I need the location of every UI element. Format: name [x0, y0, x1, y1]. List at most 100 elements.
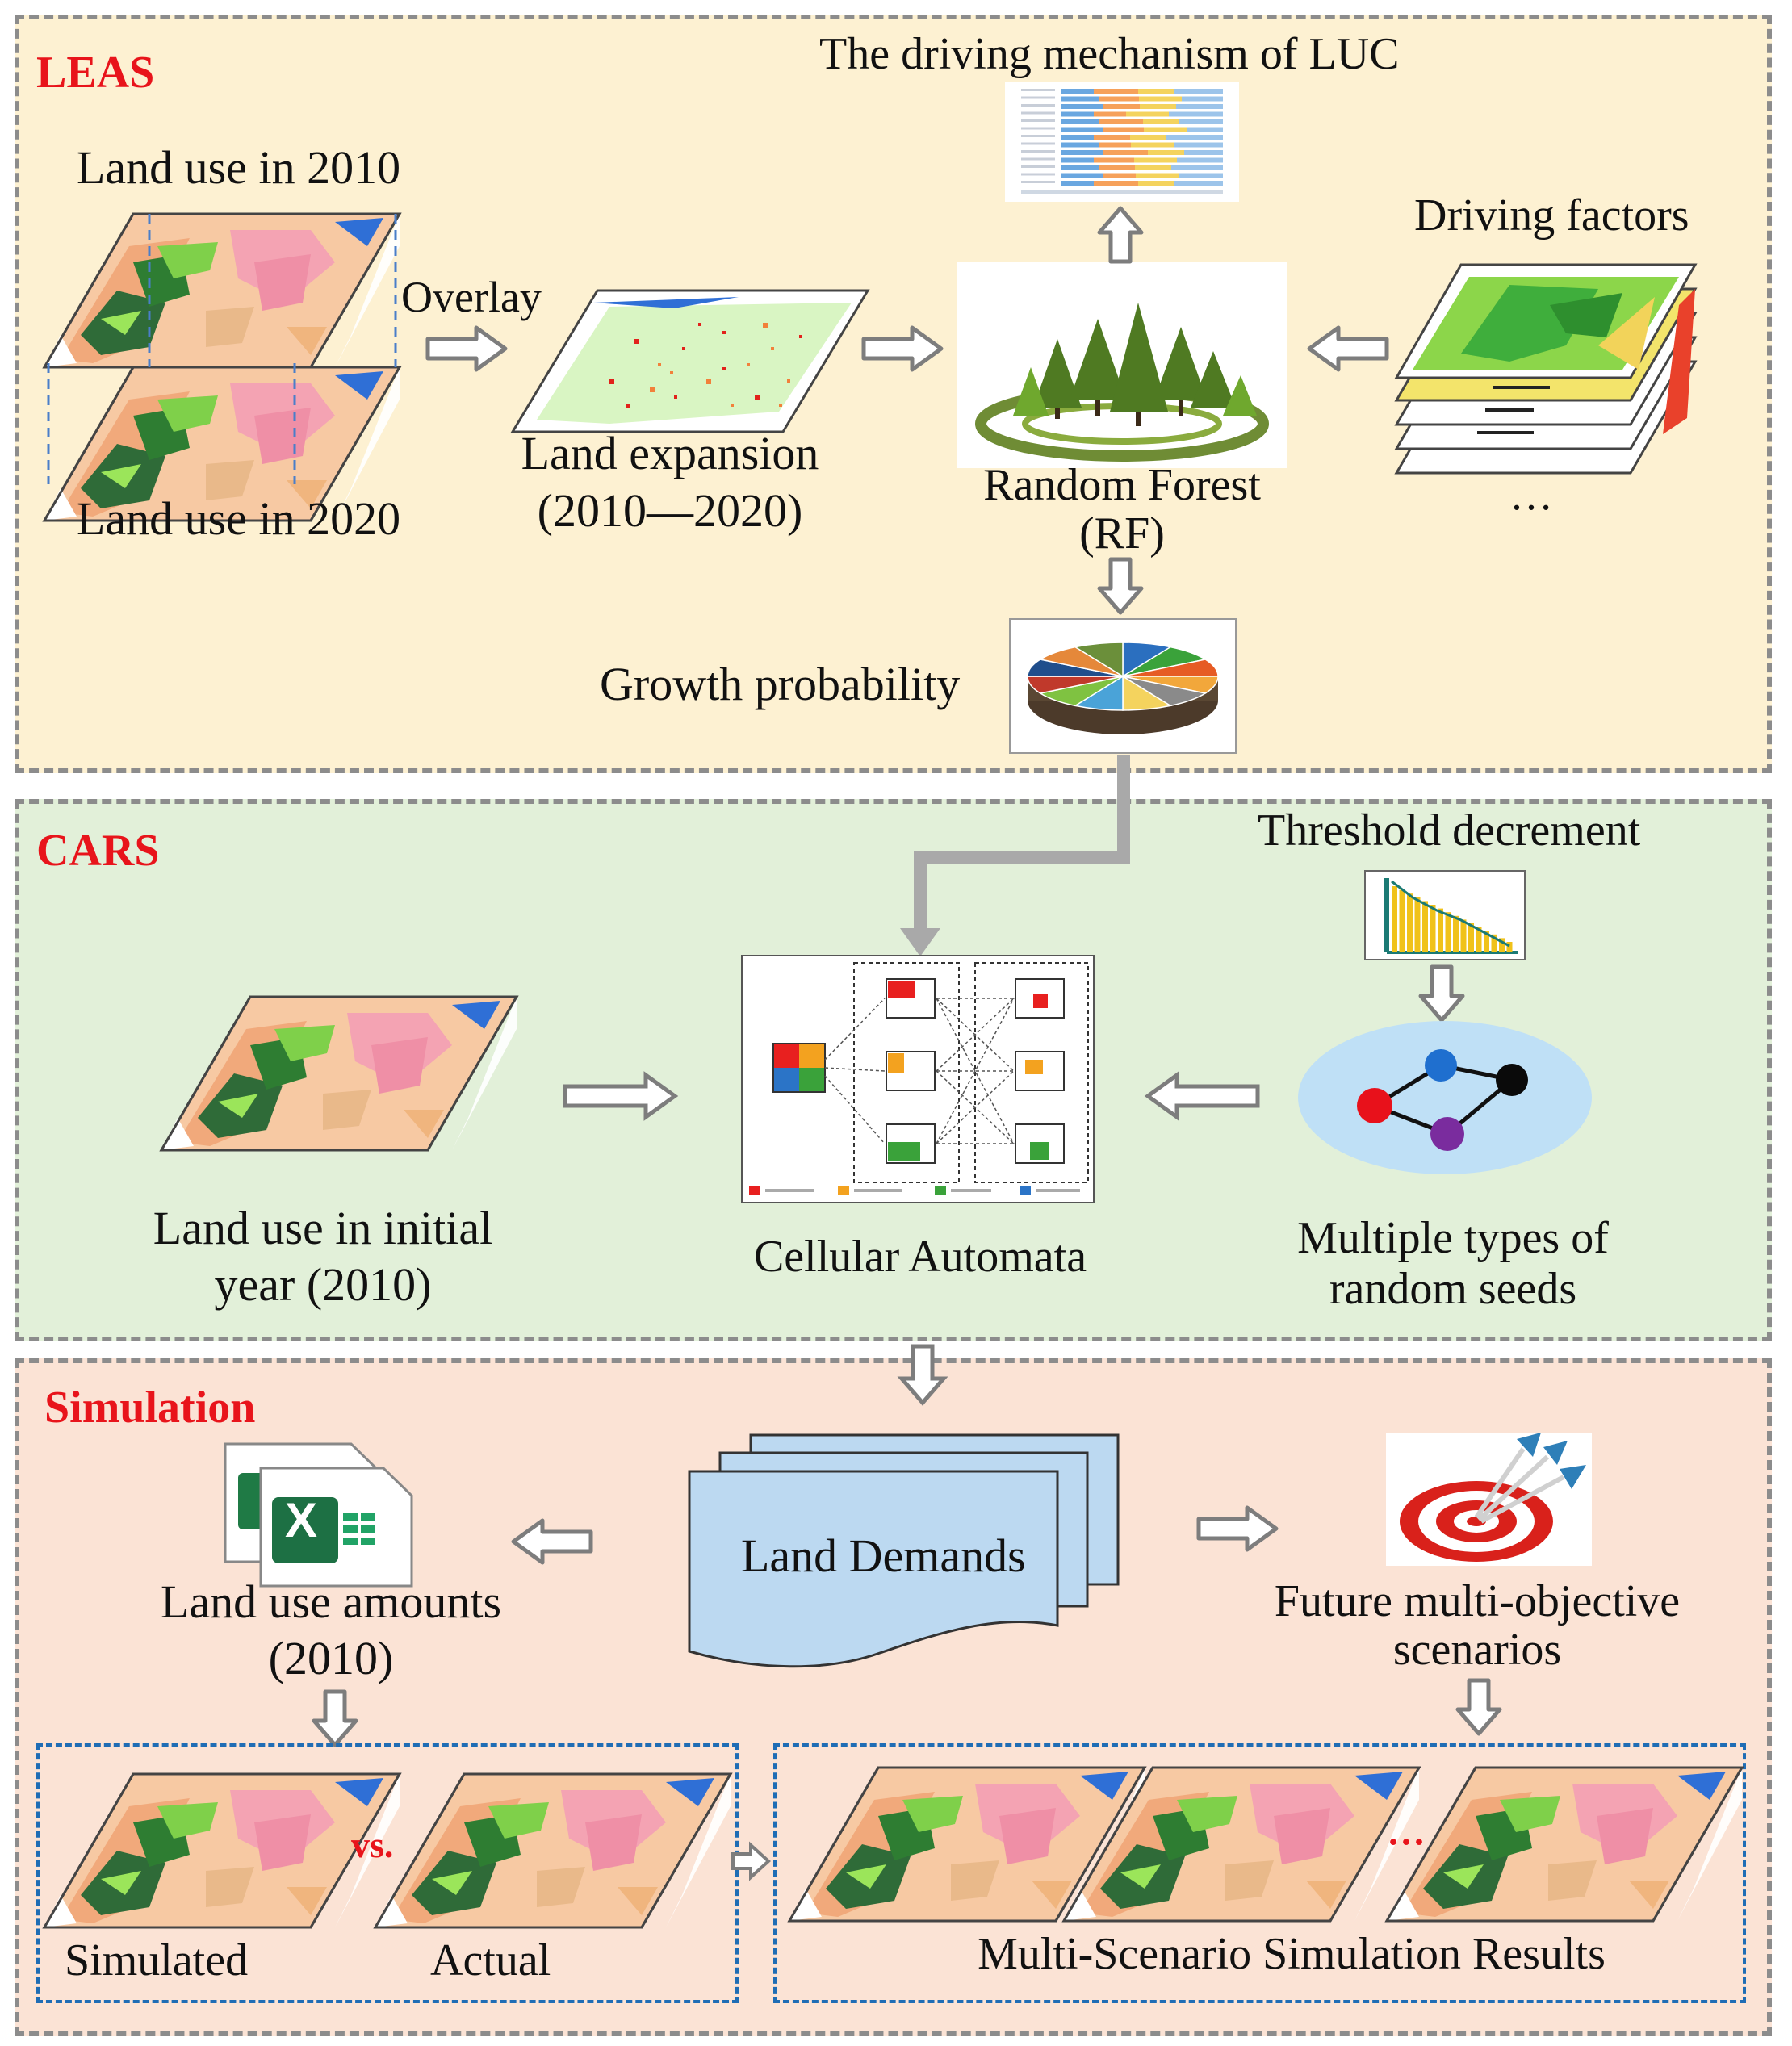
mini-bar-seg: [1061, 142, 1099, 148]
expansion-spot: [706, 379, 711, 384]
initial-to-ca-arrow: [563, 1071, 679, 1121]
land-expansion-map: [510, 289, 870, 433]
expansion-spot: [609, 379, 614, 384]
pie-slices: [1027, 642, 1219, 711]
overlay-label: Overlay: [401, 273, 542, 321]
mini-bar-seg: [1136, 173, 1179, 178]
threshold-to-seeds-arrow: [1442, 967, 1490, 1023]
driving-mechanism-label: The driving mechanism of LUC: [819, 29, 1400, 79]
mini-bar-seg: [1179, 173, 1223, 178]
mini-bar-seg: [1144, 127, 1187, 132]
mini-bar-seg: [1138, 89, 1174, 94]
mini-bar-seg: [1148, 150, 1184, 155]
expansion-spot: [674, 395, 677, 399]
leas-title: LEAS: [36, 48, 155, 98]
expansion-spots: [609, 323, 802, 408]
mini-bar-seg: [1174, 89, 1223, 94]
growth-probability-label: Growth probability: [600, 658, 961, 710]
scenario-map-3: [1385, 1766, 1744, 1923]
mini-bar-seg: [1134, 157, 1177, 163]
driving-factors-ellipsis: …: [1509, 471, 1553, 519]
seeds-label-1: Multiple types of: [1297, 1213, 1609, 1263]
simulated-label: Simulated: [65, 1935, 249, 1985]
mini-bar-seg: [1103, 150, 1148, 155]
cars-title: CARS: [36, 826, 160, 876]
threshold-bar: [1422, 901, 1428, 952]
threshold-bars: [1392, 886, 1513, 952]
threshold-bar: [1399, 889, 1405, 952]
mini-bar-seg: [1094, 111, 1126, 117]
mini-bar-seg: [1094, 157, 1134, 163]
mini-bar-seg: [1126, 111, 1169, 117]
scenario-map-2: [1062, 1766, 1421, 1923]
threshold-bar: [1491, 934, 1497, 952]
random-forest-icon: [957, 262, 1287, 468]
compare-to-results-arrow: [731, 1841, 771, 1881]
mini-bar-seg: [1061, 165, 1099, 170]
expansion-spot: [626, 404, 630, 408]
mini-bar-seg: [1131, 142, 1174, 148]
amounts-to-compare-arrow: [335, 1692, 383, 1748]
future-to-results-arrow: [1479, 1680, 1527, 1738]
mini-bar-seg: [1103, 104, 1140, 109]
mini-bar-seg: [1099, 96, 1139, 102]
threshold-bar: [1453, 915, 1459, 952]
mini-bar-seg: [1061, 89, 1094, 94]
seed-purple: [1430, 1117, 1464, 1151]
expansion-spot: [799, 335, 802, 338]
threshold-bar: [1445, 912, 1451, 952]
actual-map: [374, 1772, 732, 1929]
threshold-bar: [1407, 893, 1413, 952]
threshold-bar: [1506, 942, 1513, 952]
expansion-spot: [650, 387, 655, 392]
seed-red: [1357, 1088, 1392, 1123]
scenario-dots: ···: [1387, 1821, 1426, 1864]
land-use-initial-map: [160, 995, 518, 1152]
cellular-automata-diagram: [741, 955, 1095, 1203]
threshold-bar: [1430, 905, 1436, 952]
mini-bar-seg: [1061, 96, 1099, 102]
random-seeds-icon: [1298, 1021, 1592, 1174]
mini-bar-seg: [1140, 104, 1176, 109]
mini-bar-seg: [1187, 127, 1223, 132]
random-forest-label-2: (RF): [1079, 508, 1165, 559]
mini-bar-seg: [1061, 127, 1103, 132]
expansion-spot: [698, 323, 701, 326]
simulated-map: [43, 1772, 401, 1929]
seeds-to-ca-arrow: [1144, 1071, 1260, 1121]
mini-bar-seg: [1182, 96, 1223, 102]
expansion-spot: [731, 404, 734, 407]
expansion-spot: [670, 371, 673, 374]
future-label-1: Future multi-objective: [1274, 1576, 1681, 1626]
mini-bar-seg: [1169, 111, 1223, 117]
mini-bar-seg: [1094, 89, 1138, 94]
expansion-spot: [779, 404, 782, 407]
driving-factors-stack: [1394, 263, 1698, 475]
amounts-label-2: (2010): [268, 1632, 394, 1684]
threshold-bar: [1468, 923, 1474, 952]
mini-bar-seg: [1061, 157, 1094, 163]
mini-bar-seg: [1099, 142, 1131, 148]
demands-to-future-arrow: [1199, 1529, 1287, 1577]
mini-bar-seg: [1143, 119, 1179, 124]
land-expansion-label-2: (2010—2020): [537, 484, 803, 537]
mini-bar-seg: [1061, 104, 1103, 109]
mini-bar-seg: [1099, 165, 1135, 170]
land-use-2020-label: Land use in 2020: [77, 492, 401, 545]
threshold-bar: [1460, 919, 1467, 952]
growth-probability-pie-icon: [1009, 618, 1237, 754]
threshold-label: Threshold decrement: [1258, 805, 1641, 856]
amounts-label-1: Land use amounts: [160, 1575, 502, 1628]
expansion-spot: [763, 323, 768, 328]
driving-factors-label: Driving factors: [1414, 190, 1689, 241]
seed-blue: [1425, 1049, 1457, 1082]
ca-to-demands-arrow: [897, 1344, 948, 1406]
threshold-bar: [1414, 897, 1421, 952]
future-label-2: scenarios: [1392, 1625, 1562, 1675]
threshold-bar: [1438, 908, 1443, 952]
mini-bar-seg: [1061, 135, 1094, 140]
mini-bar-seg: [1138, 181, 1174, 186]
mini-bar-seg: [1130, 135, 1166, 140]
